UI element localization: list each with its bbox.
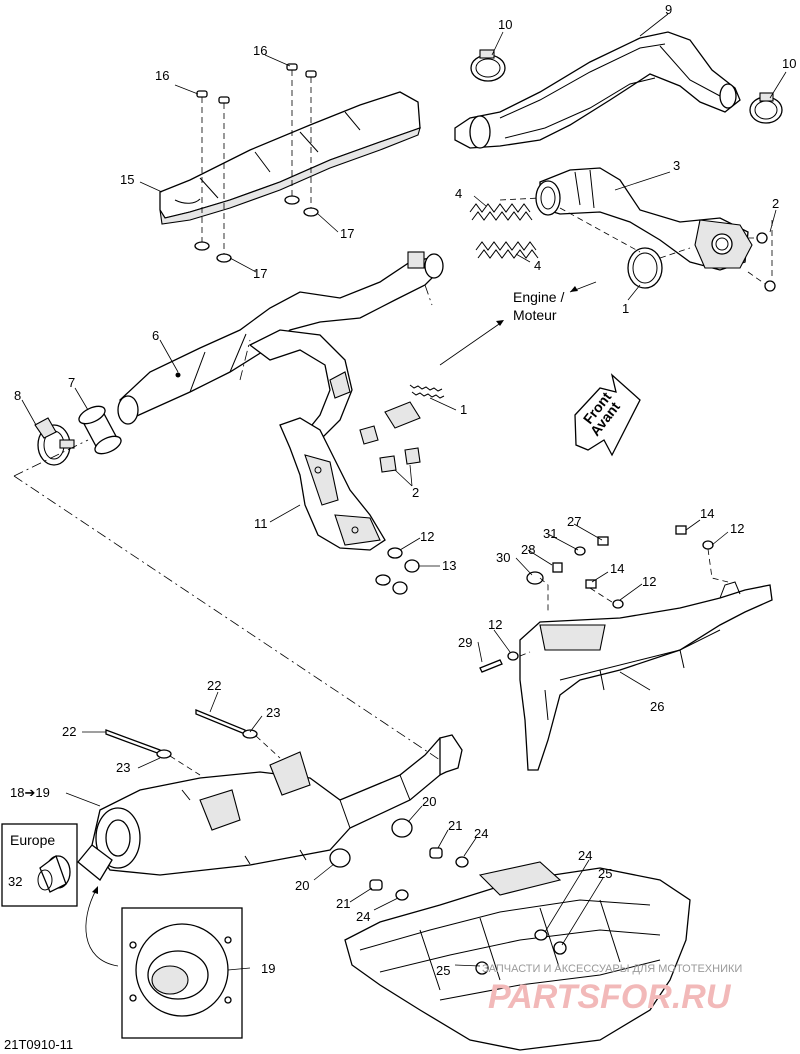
- nuts-2-top: [747, 220, 776, 292]
- watermark-tagline: ЗАПЧАСТИ И АКСЕССУАРЫ ДЛЯ МОТОТЕХНИКИ: [482, 963, 742, 975]
- part-label-25: 25: [436, 963, 450, 978]
- bracket-hardware: [479, 525, 729, 673]
- leader-lines: [21, 13, 787, 971]
- part-label-24: 24: [578, 848, 592, 863]
- part-label-4: 4: [534, 258, 541, 273]
- assembly-lines: [13, 197, 641, 761]
- part-label-30: 30: [496, 550, 510, 565]
- part-label-11: 11: [254, 516, 268, 531]
- part-label-16: 16: [155, 68, 169, 83]
- diagram-code: 21T0910-11: [4, 1037, 73, 1052]
- part-label-7: 7: [68, 375, 75, 390]
- part-label-4: 4: [455, 186, 462, 201]
- part-label-20: 20: [422, 794, 436, 809]
- part-label-25: 25: [598, 866, 612, 881]
- part-label-21: 21: [448, 818, 462, 833]
- brackets-on-pipe: [329, 371, 421, 445]
- heat-shield-15: [159, 91, 421, 225]
- heat-shield-11: [279, 417, 386, 551]
- part-label-31: 31: [543, 526, 557, 541]
- part-label-12: 12: [488, 617, 502, 632]
- part-label-19: 19: [261, 961, 275, 976]
- clamp-10-right: [749, 92, 783, 124]
- part-label-14: 14: [700, 506, 714, 521]
- watermark: ЗАПЧАСТИ И АКСЕССУАРЫ ДЛЯ МОТОТЕХНИКИ PA…: [482, 963, 742, 1016]
- exhaust-manifold-3: [535, 167, 753, 271]
- part-label-29: 29: [458, 635, 472, 650]
- part-label-22: 22: [62, 724, 76, 739]
- part-label-21: 21: [336, 896, 350, 911]
- part-label-26: 26: [650, 699, 664, 714]
- part-label-13: 13: [442, 558, 456, 573]
- part-label-2: 2: [412, 485, 419, 500]
- middle-pipe-6: [117, 251, 444, 441]
- part-label-28: 28: [521, 542, 535, 557]
- part-label-6: 6: [152, 328, 159, 343]
- europe-inset: Europe: [1, 823, 78, 907]
- part-label-15: 15: [120, 172, 134, 187]
- gasket-1-center: [409, 384, 445, 399]
- part-label-14: 14: [610, 561, 624, 576]
- part-label-9: 9: [665, 2, 672, 17]
- part-number-labels: 10 9 10 3 2 4 4 1 1 2 6 7 8 11 12 13 16 …: [8, 2, 796, 978]
- europe-label: Europe: [10, 832, 55, 848]
- frame-hardware: [475, 929, 567, 975]
- part-label-1: 1: [460, 402, 467, 417]
- springs-4: [469, 203, 539, 259]
- muffler-bracket-26: [519, 581, 773, 771]
- part-label-24: 24: [474, 826, 488, 841]
- part-label-18-19: 18➔19: [10, 785, 50, 800]
- muffler-19: [77, 734, 463, 881]
- part-label-12: 12: [642, 574, 656, 589]
- part-label-23: 23: [116, 760, 130, 775]
- part-label-22: 22: [207, 678, 221, 693]
- washers-17: [194, 195, 319, 263]
- resonator-9: [454, 31, 741, 149]
- grommets-20-21-24: [329, 818, 469, 901]
- clamp-10-left: [470, 49, 506, 82]
- part-label-16: 16: [253, 43, 267, 58]
- gasket-1-right: [627, 247, 691, 289]
- moteur-label: Moteur: [513, 307, 557, 323]
- frame-chassis: [344, 861, 691, 1051]
- part-label-24: 24: [356, 909, 370, 924]
- part-label-20: 20: [295, 878, 309, 893]
- muffler-hardware: [105, 709, 281, 776]
- engine-label: Engine /: [513, 289, 564, 305]
- part-label-3: 3: [673, 158, 680, 173]
- front-direction-arrow: Front Avant: [574, 373, 641, 457]
- part-label-17: 17: [340, 226, 354, 241]
- part-label-10: 10: [498, 17, 512, 32]
- endcap-inset-19: [85, 886, 243, 1039]
- part-label-12: 12: [420, 529, 434, 544]
- part-label-12: 12: [730, 521, 744, 536]
- part-label-27: 27: [567, 514, 581, 529]
- coupling-7: [78, 405, 122, 455]
- part-label-17: 17: [253, 266, 267, 281]
- watermark-logo: PARTSFOR.RU: [488, 978, 732, 1016]
- part-label-23: 23: [266, 705, 280, 720]
- part-label-10: 10: [782, 56, 796, 71]
- clips-2-center: [379, 447, 421, 473]
- part-label-1: 1: [622, 301, 629, 316]
- washers-12-nuts-13: [375, 547, 420, 595]
- engine-arrow-mid: [439, 321, 503, 366]
- part-label-32: 32: [8, 874, 22, 889]
- part-label-8: 8: [14, 388, 21, 403]
- part-label-2: 2: [772, 196, 779, 211]
- rivets-16: [196, 63, 317, 258]
- clamp-8: [34, 417, 75, 466]
